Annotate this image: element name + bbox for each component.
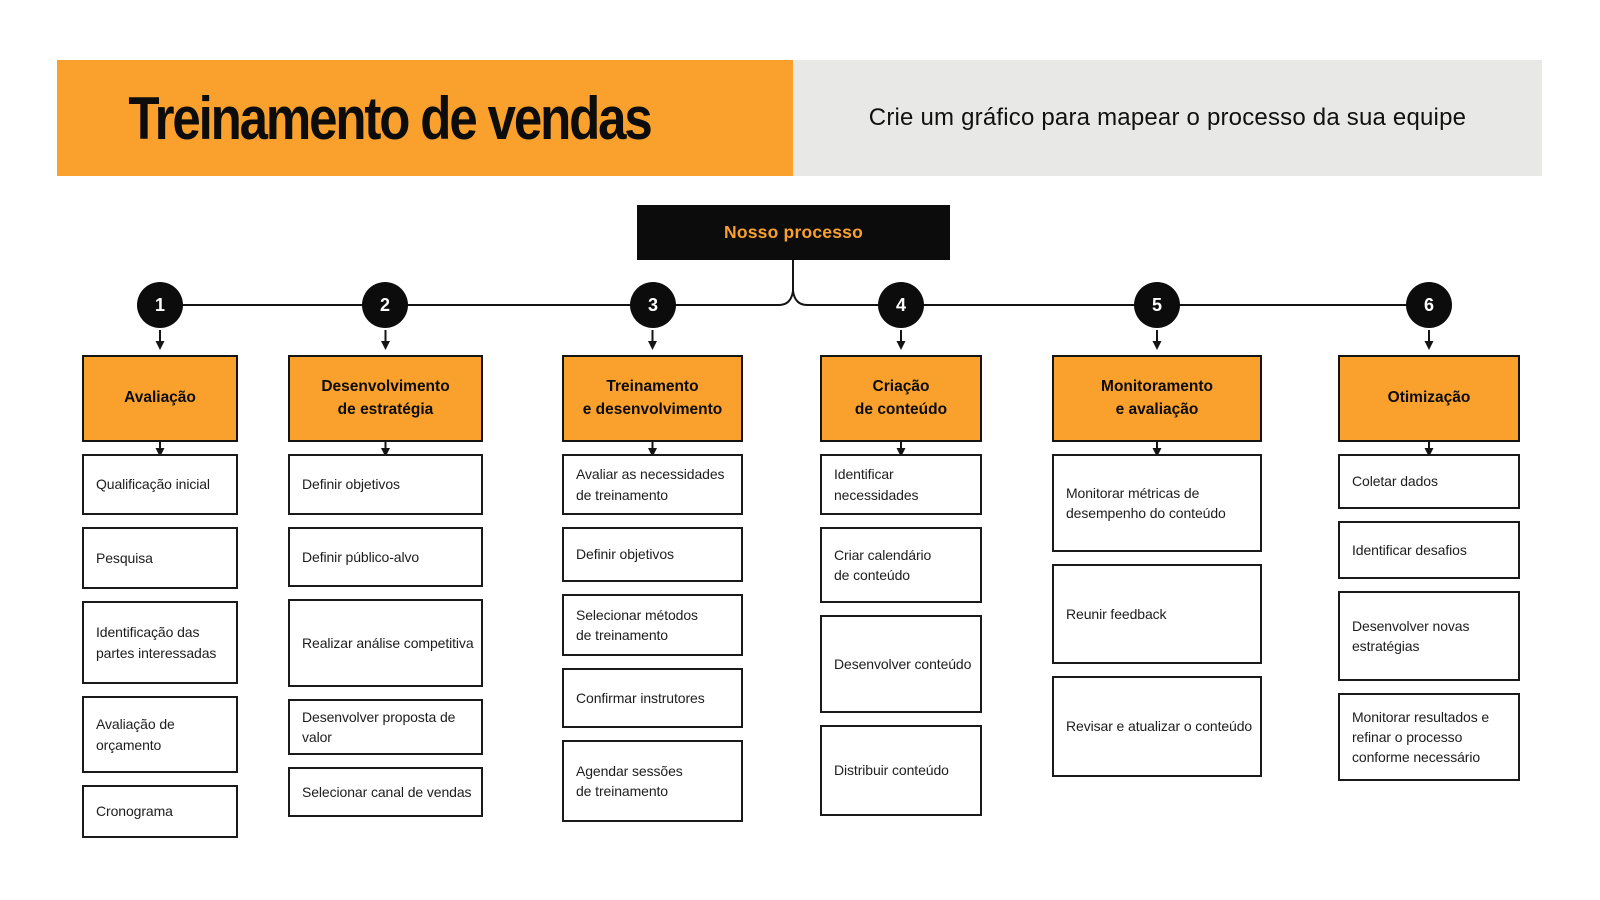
step-label: Realizar análise competitiva (302, 634, 474, 651)
process-column-treinamento: Treinamento e desenvolvimento Avaliar as… (562, 355, 743, 822)
step-label: Definir público-alvo (302, 548, 420, 565)
step-number-badge-5: 5 (1134, 282, 1180, 328)
step-box: Identificar desafios (1338, 521, 1520, 579)
step-label: Identificar desafios (1352, 541, 1467, 558)
step-label: Identificar necessidades (834, 466, 919, 503)
step-number-badge-4: 4 (878, 282, 924, 328)
step-box: Qualificação inicial (82, 454, 238, 515)
category-box-otimizacao: Otimização (1338, 355, 1520, 442)
page-title: Treinamento de vendas (128, 84, 652, 152)
step-box: Criar calendário de conteúdo (820, 527, 982, 603)
step-box: Coletar dados (1338, 454, 1520, 509)
step-box: Desenvolver conteúdo (820, 615, 982, 713)
step-box: Agendar sessões de treinamento (562, 740, 743, 822)
process-root-label: Nosso processo (724, 222, 863, 242)
header-band: Treinamento de vendas Crie um gráfico pa… (57, 60, 1542, 176)
process-column-estrategia: Desenvolvimento de estratégia Definir ob… (288, 355, 483, 817)
category-label: Criação de conteúdo (854, 378, 948, 418)
category-box-monitoramento: Monitoramento e avaliação (1052, 355, 1262, 442)
step-box: Selecionar métodos de treinamento (562, 594, 743, 656)
process-column-monitoramento: Monitoramento e avaliação Monitorar métr… (1052, 355, 1262, 777)
step-label: Coletar dados (1352, 473, 1438, 490)
step-box: Distribuir conteúdo (820, 725, 982, 816)
step-number-2: 2 (379, 294, 390, 315)
step-label: Selecionar métodos de treinamento (576, 606, 698, 643)
step-label: Distribuir conteúdo (834, 762, 949, 779)
step-box: Avaliar as necessidades de treinamento (562, 454, 743, 515)
page-subtitle: Crie um gráfico para mapear o processo d… (868, 104, 1467, 131)
step-label: Monitorar métricas de desempenho do cont… (1066, 484, 1226, 521)
step-label: Desenvolver conteúdo (834, 655, 972, 672)
process-column-avaliacao: Avaliação Qualificação inicial Pesquisa … (82, 355, 238, 838)
step-number-4: 4 (895, 294, 906, 315)
step-box: Monitorar resultados e refinar o process… (1338, 693, 1520, 781)
process-root-node: Nosso processo (637, 205, 950, 260)
step-number-badge-2: 2 (362, 282, 408, 328)
step-label: Reunir feedback (1066, 605, 1167, 622)
step-box: Revisar e atualizar o conteúdo (1052, 676, 1262, 777)
step-box: Identificar necessidades (820, 454, 982, 515)
step-label: Qualificação inicial (96, 476, 210, 493)
process-column-conteudo: Criação de conteúdo Identificar necessid… (820, 355, 982, 816)
step-box: Avaliação de orçamento (82, 696, 238, 773)
step-box: Cronograma (82, 785, 238, 838)
step-label: Definir objetivos (302, 476, 400, 493)
title-block: Treinamento de vendas (57, 60, 793, 176)
category-box-estrategia: Desenvolvimento de estratégia (288, 355, 483, 442)
category-label: Desenvolvimento de estratégia (321, 378, 450, 418)
step-box: Identificação das partes interessadas (82, 601, 238, 684)
step-box: Pesquisa (82, 527, 238, 589)
step-label: Revisar e atualizar o conteúdo (1066, 718, 1253, 735)
step-label: Monitorar resultados e refinar o process… (1352, 708, 1490, 766)
step-label: Selecionar canal de vendas (302, 783, 472, 800)
step-box: Desenvolver novas estratégias (1338, 591, 1520, 681)
subtitle-block: Crie um gráfico para mapear o processo d… (793, 60, 1542, 176)
category-label: Otimização (1387, 389, 1471, 407)
step-number-1: 1 (154, 294, 165, 315)
step-number-badge-1: 1 (137, 282, 183, 328)
category-label: Treinamento e desenvolvimento (582, 378, 723, 418)
step-label: Agendar sessões de treinamento (576, 762, 683, 799)
step-box: Desenvolver proposta de valor (288, 699, 483, 755)
category-label: Monitoramento e avaliação (1101, 378, 1213, 418)
step-box: Definir público-alvo (288, 527, 483, 587)
step-label: Desenvolver proposta de valor (302, 708, 456, 745)
step-label: Definir objetivos (576, 546, 674, 563)
trunk-left-line (158, 290, 794, 306)
step-label: Avaliar as necessidades de treinamento (576, 466, 725, 503)
step-label: Desenvolver novas estratégias (1352, 617, 1470, 654)
step-label: Cronograma (96, 803, 173, 820)
step-box: Reunir feedback (1052, 564, 1262, 664)
step-box: Selecionar canal de vendas (288, 767, 483, 817)
category-box-avaliacao: Avaliação (82, 355, 238, 442)
step-label: Identificação das partes interessadas (96, 624, 217, 661)
step-number-badge-6: 6 (1406, 282, 1452, 328)
step-number-badge-3: 3 (630, 282, 676, 328)
category-box-treinamento: Treinamento e desenvolvimento (562, 355, 743, 442)
category-box-conteudo: Criação de conteúdo (820, 355, 982, 442)
step-label: Criar calendário de conteúdo (834, 546, 932, 583)
step-box: Definir objetivos (288, 454, 483, 515)
step-box: Monitorar métricas de desempenho do cont… (1052, 454, 1262, 552)
process-column-otimizacao: Otimização Coletar dados Identificar des… (1338, 355, 1520, 781)
step-number-6: 6 (1423, 294, 1434, 315)
step-number-5: 5 (1151, 294, 1162, 315)
step-label: Pesquisa (96, 549, 153, 566)
step-box: Confirmar instrutores (562, 668, 743, 728)
category-label: Avaliação (124, 389, 196, 407)
step-box: Definir objetivos (562, 527, 743, 582)
step-label: Avaliação de orçamento (96, 716, 175, 753)
step-label: Confirmar instrutores (576, 689, 705, 706)
step-box: Realizar análise competitiva (288, 599, 483, 687)
step-number-3: 3 (647, 294, 658, 315)
